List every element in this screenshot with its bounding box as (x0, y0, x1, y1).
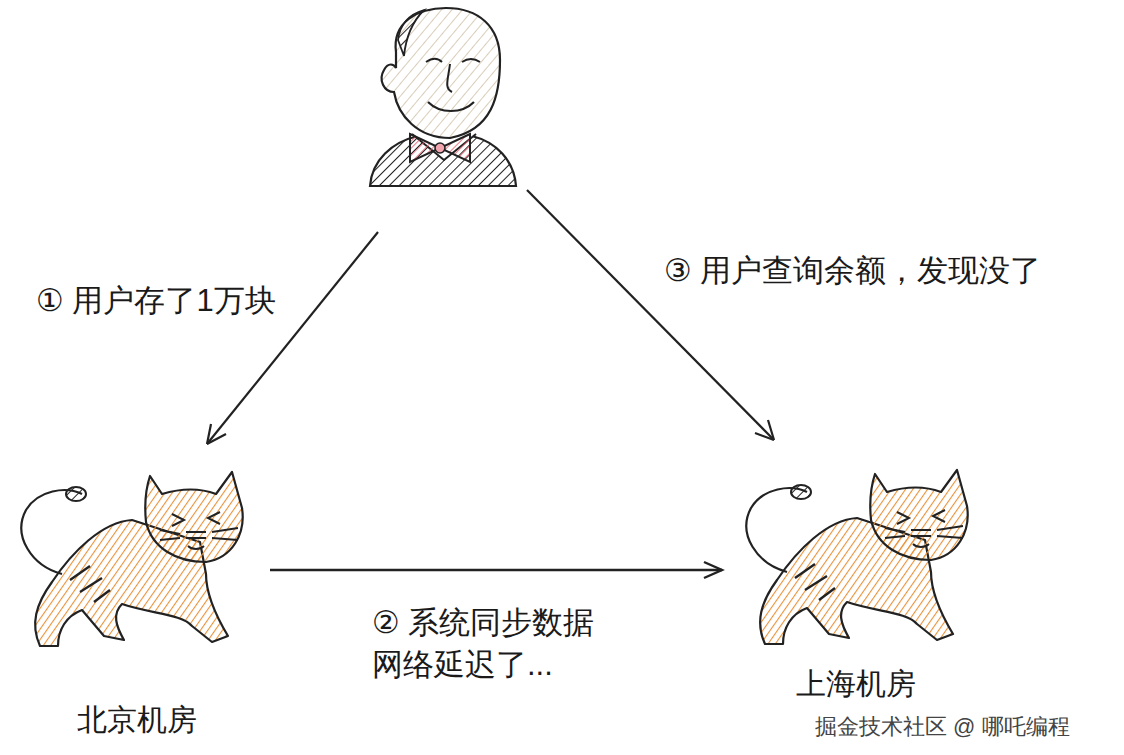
room-name: 北京机房 (12, 702, 262, 738)
watermark: 掘金技术社区 @ 哪吒编程 (815, 712, 1070, 742)
user-figure (370, 8, 516, 186)
server-room: 上海机房 (728, 458, 984, 706)
server-room: 北京机房 (12, 460, 262, 742)
step-note: ③ 用户查询余额，发现没了 (664, 250, 1041, 292)
room-name: 上海机房 (728, 666, 984, 702)
step-text: ③ 用户查询余额，发现没了 (664, 253, 1041, 288)
user-arrow (207, 190, 774, 444)
edge-label-text: ② 系统同步数据 网络延迟了... (372, 605, 594, 682)
step-note: ① 用户存了1万块 (36, 280, 276, 322)
step-text: ① 用户存了1万块 (36, 283, 276, 318)
edge-label: ② 系统同步数据 网络延迟了... (372, 602, 634, 686)
sync-arrow (270, 562, 722, 578)
